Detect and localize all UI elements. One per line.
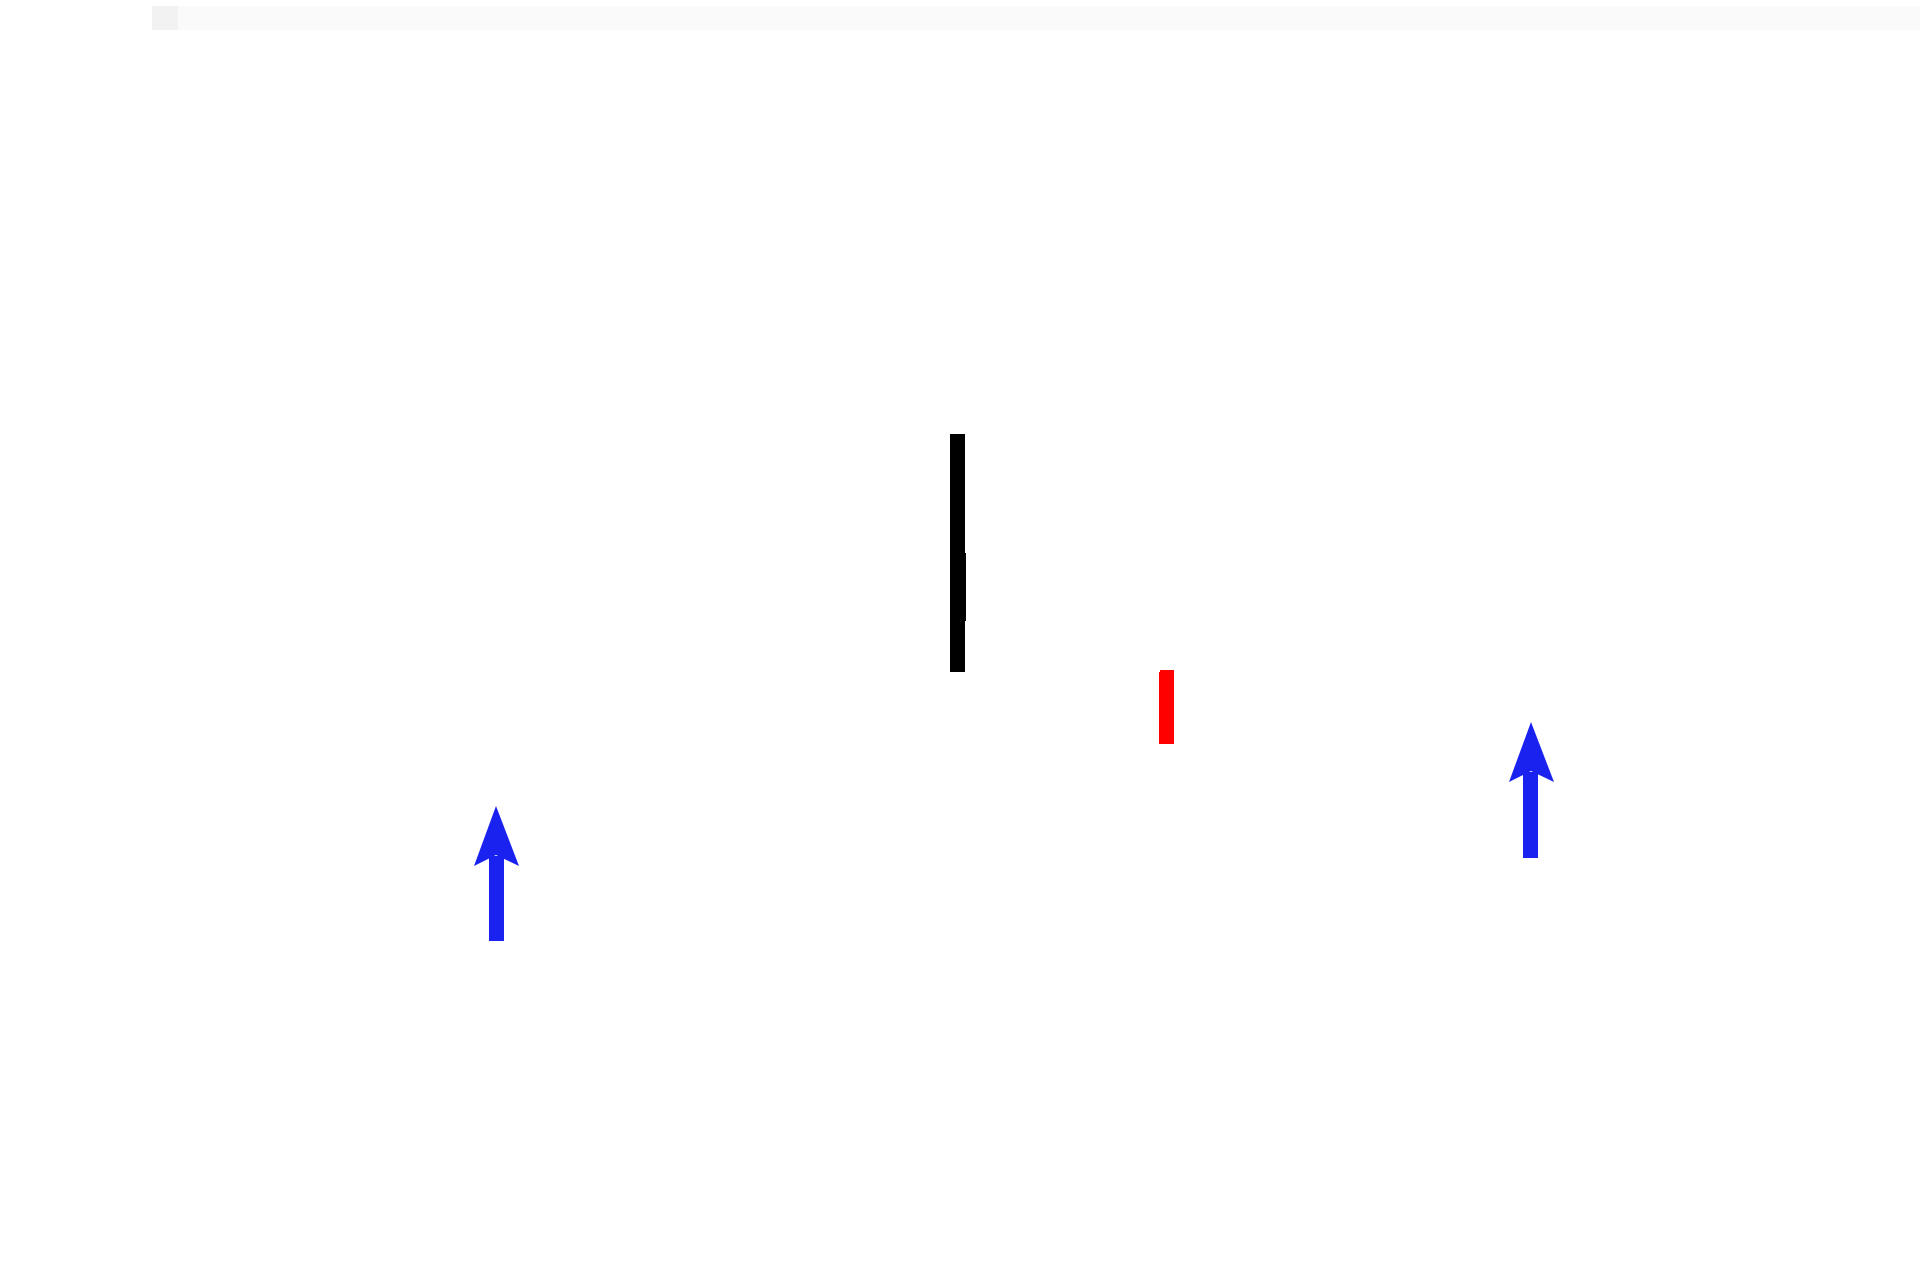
left-arrow-head [474,806,519,866]
red-marker-bar [1159,672,1174,744]
red-vertical-marker [1159,670,1174,744]
top-bar-strip [152,6,1920,30]
right-arrow-head [1509,722,1554,782]
left-arrow-shaft [489,856,504,941]
top-bar-corner [152,6,178,30]
black-marker-overlap [950,553,966,621]
right-arrow-shaft [1523,772,1538,858]
red-marker-cap [1160,670,1174,673]
left-up-arrow-icon [474,806,519,941]
right-up-arrow-icon [1509,722,1554,858]
black-vertical-marker [950,434,966,672]
